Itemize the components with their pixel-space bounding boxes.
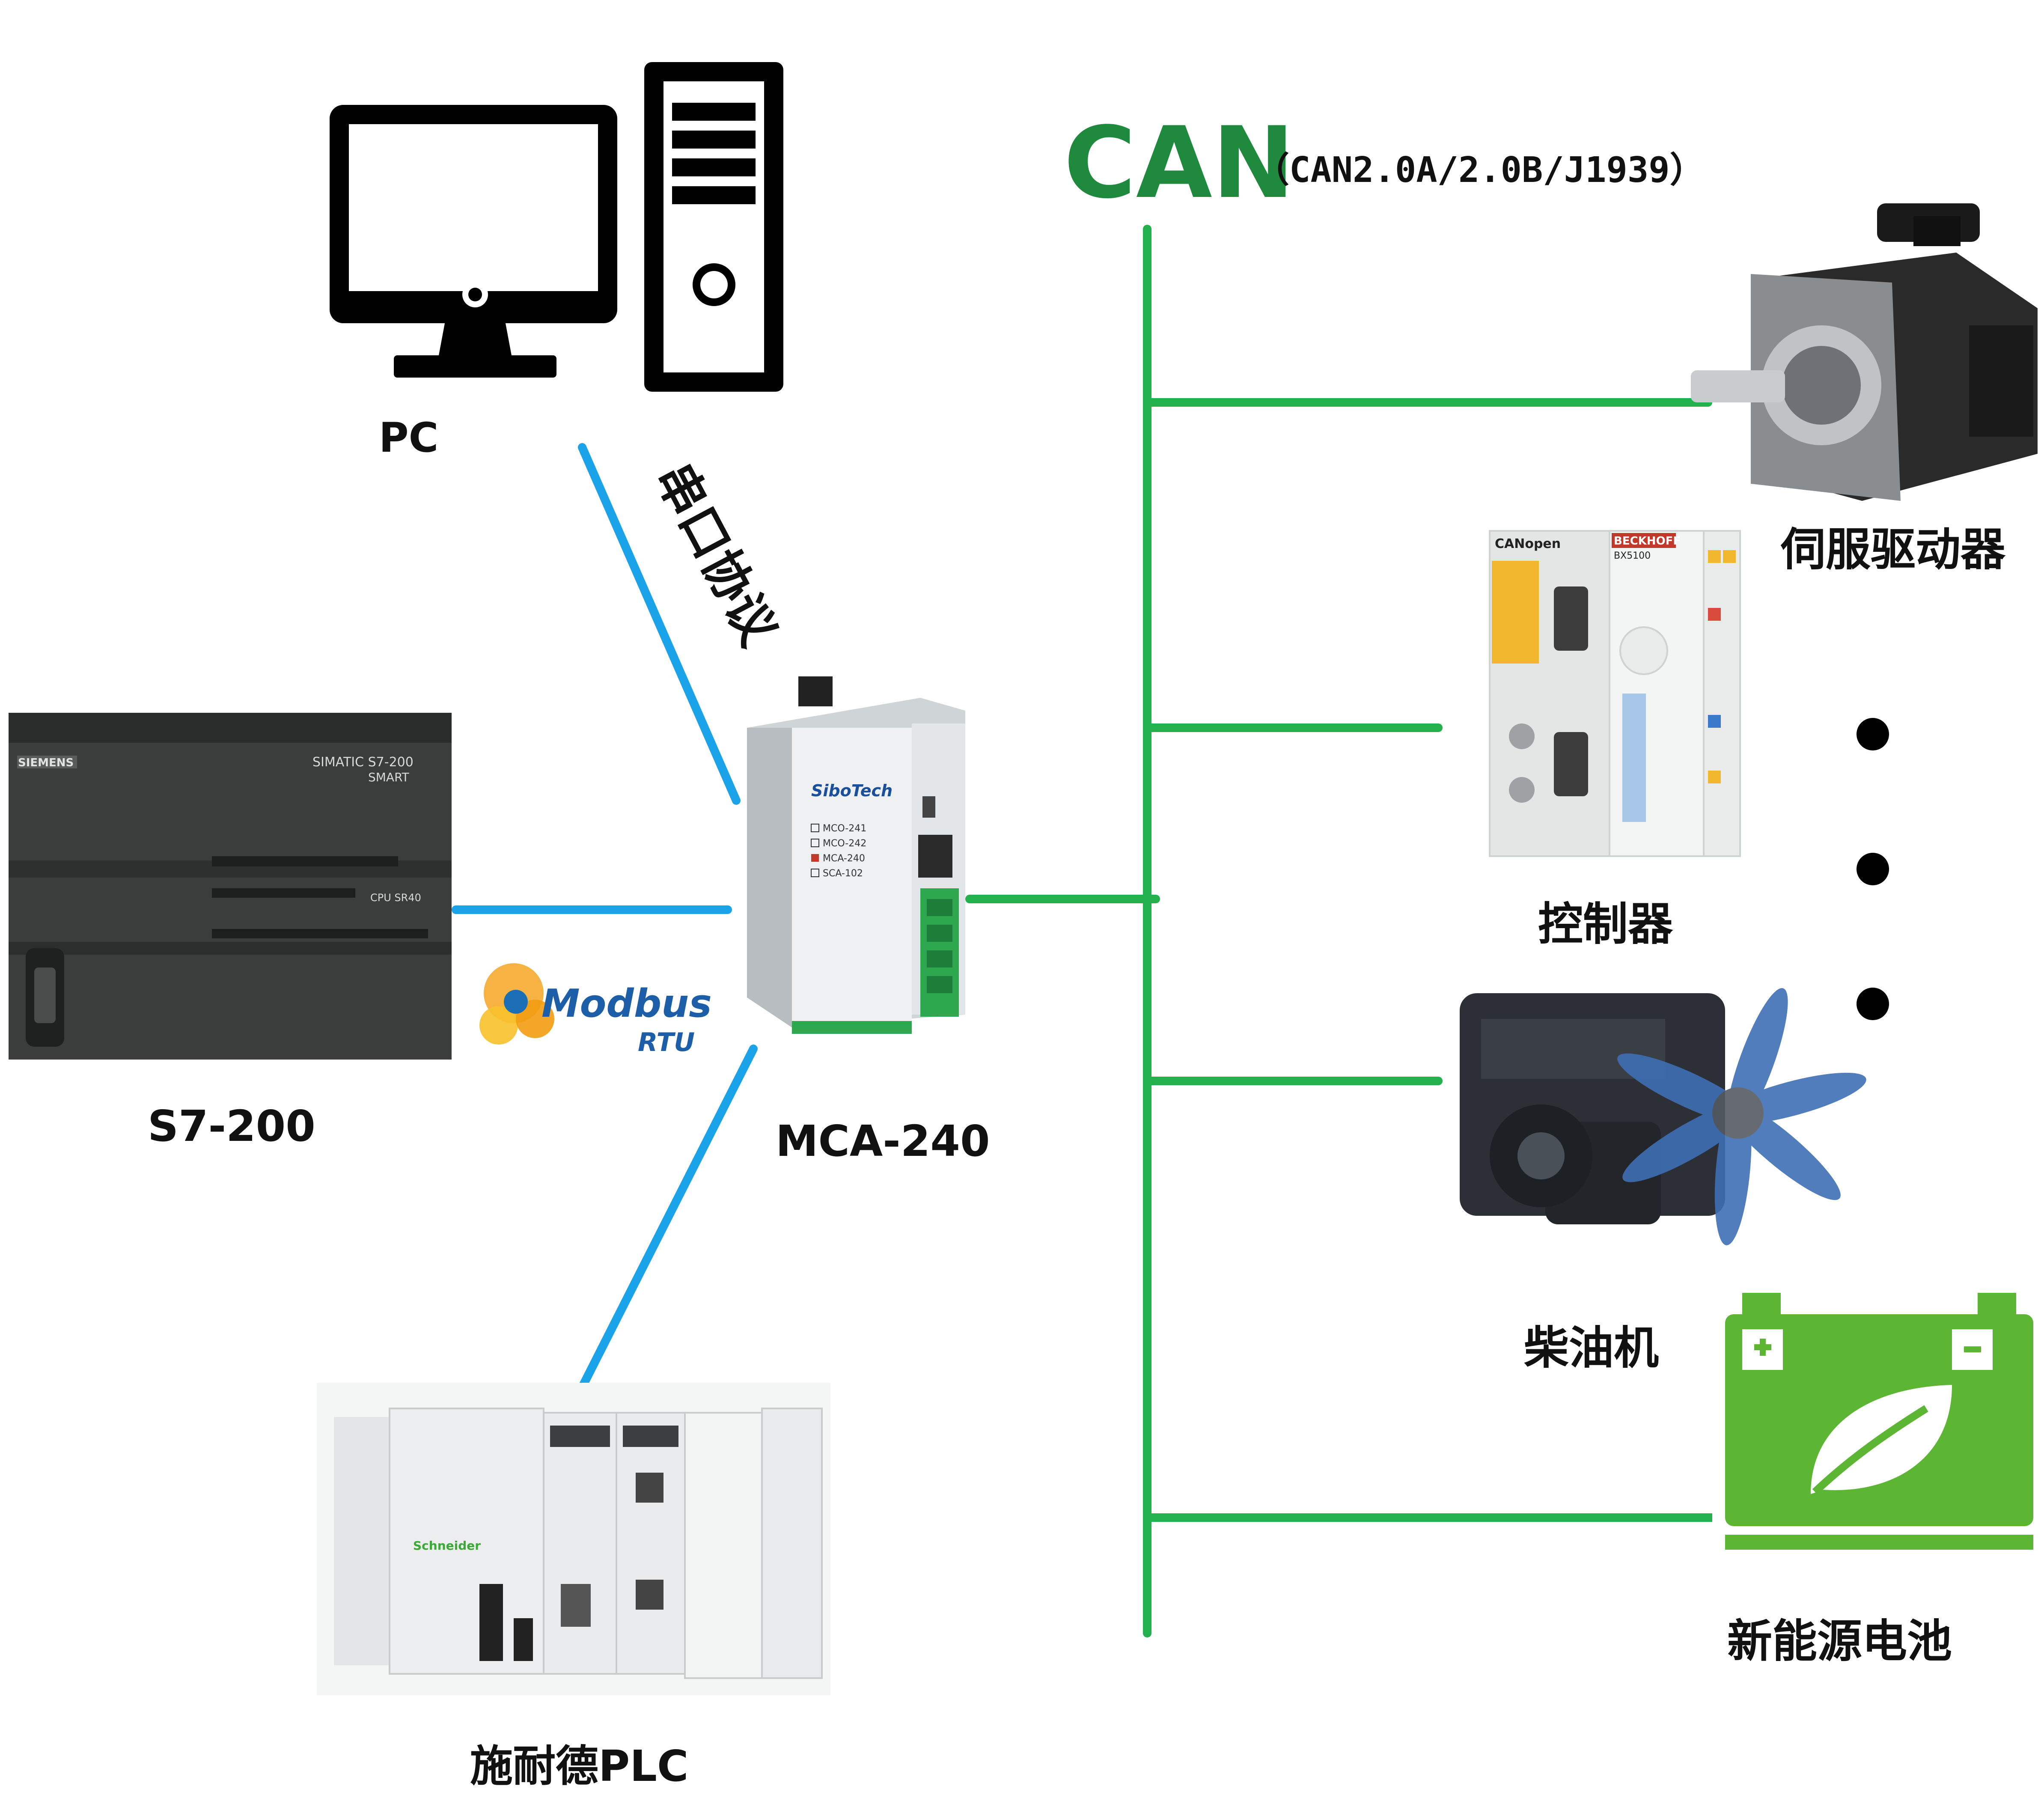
s7-200-label: S7-200 (148, 1101, 315, 1151)
cpu-label: CPU SR40 (370, 892, 421, 904)
fan-icon (1617, 988, 1866, 1245)
diesel-engine (1460, 988, 1866, 1245)
battery-label: 新能源电池 (1727, 1615, 1952, 1667)
pc-to-gateway-link (578, 443, 741, 805)
servo-motor (1691, 203, 2038, 501)
model-item: MCO-242 (823, 838, 866, 849)
s7-200-plc: SIEMENS SIMATIC S7-200 SMART CPU SR40 (9, 713, 452, 1060)
modbus-logo-text: Modbus (541, 981, 712, 1026)
model-checklist: MCO-241 MCO-242 MCA-240 SCA-102 (811, 823, 866, 879)
simatic-label: SIMATIC S7-200 (312, 755, 414, 770)
can-logo: CAN (1064, 106, 1294, 220)
controller-label: 控制器 (1538, 898, 1673, 950)
sibotech-brand: SiboTech (811, 781, 893, 800)
pc-label: PC (379, 414, 438, 461)
schneider-plc: Schneider (317, 1383, 830, 1695)
controller-device: CANopen BECKHOFF BX5100 (1489, 530, 1741, 857)
bx5100-label: BX5100 (1614, 551, 1651, 561)
schneider-plc-label: 施耐德PLC (470, 1741, 688, 1791)
schneider-brand: Schneider (413, 1539, 481, 1553)
modbus-rtu-logo: Modbus RTU (479, 963, 712, 1057)
serial-links (452, 443, 758, 1391)
model-item: MCO-241 (823, 823, 866, 834)
model-item: MCA-240 (823, 853, 865, 864)
siemens-brand: SIEMENS (18, 756, 74, 769)
serial-protocol-label: 串口协议 (644, 454, 788, 655)
beckhoff-brand: BECKHOFF (1614, 535, 1681, 548)
model-item: SCA-102 (823, 868, 863, 879)
rtu-logo-text: RTU (638, 1027, 695, 1057)
can-bus (965, 225, 1717, 1637)
mca-240-label: MCA-240 (776, 1116, 990, 1166)
diesel-engine-label: 柴油机 (1524, 1322, 1659, 1374)
pc-icon (330, 62, 783, 392)
ellipsis-dots (1857, 718, 1889, 1020)
schneider-to-gateway-link (578, 1045, 758, 1391)
battery-icon (1712, 1269, 2038, 1558)
smart-label: SMART (368, 770, 410, 784)
servo-driver-label: 伺服驱动器 (1780, 524, 2006, 576)
mca-240-gateway: SiboTech MCO-241 MCO-242 MCA-240 SCA-102 (747, 676, 965, 1034)
can-versions-label: （CAN2.0A/2.0B/J1939） (1254, 150, 1705, 191)
canopen-brand: CANopen (1495, 536, 1561, 551)
